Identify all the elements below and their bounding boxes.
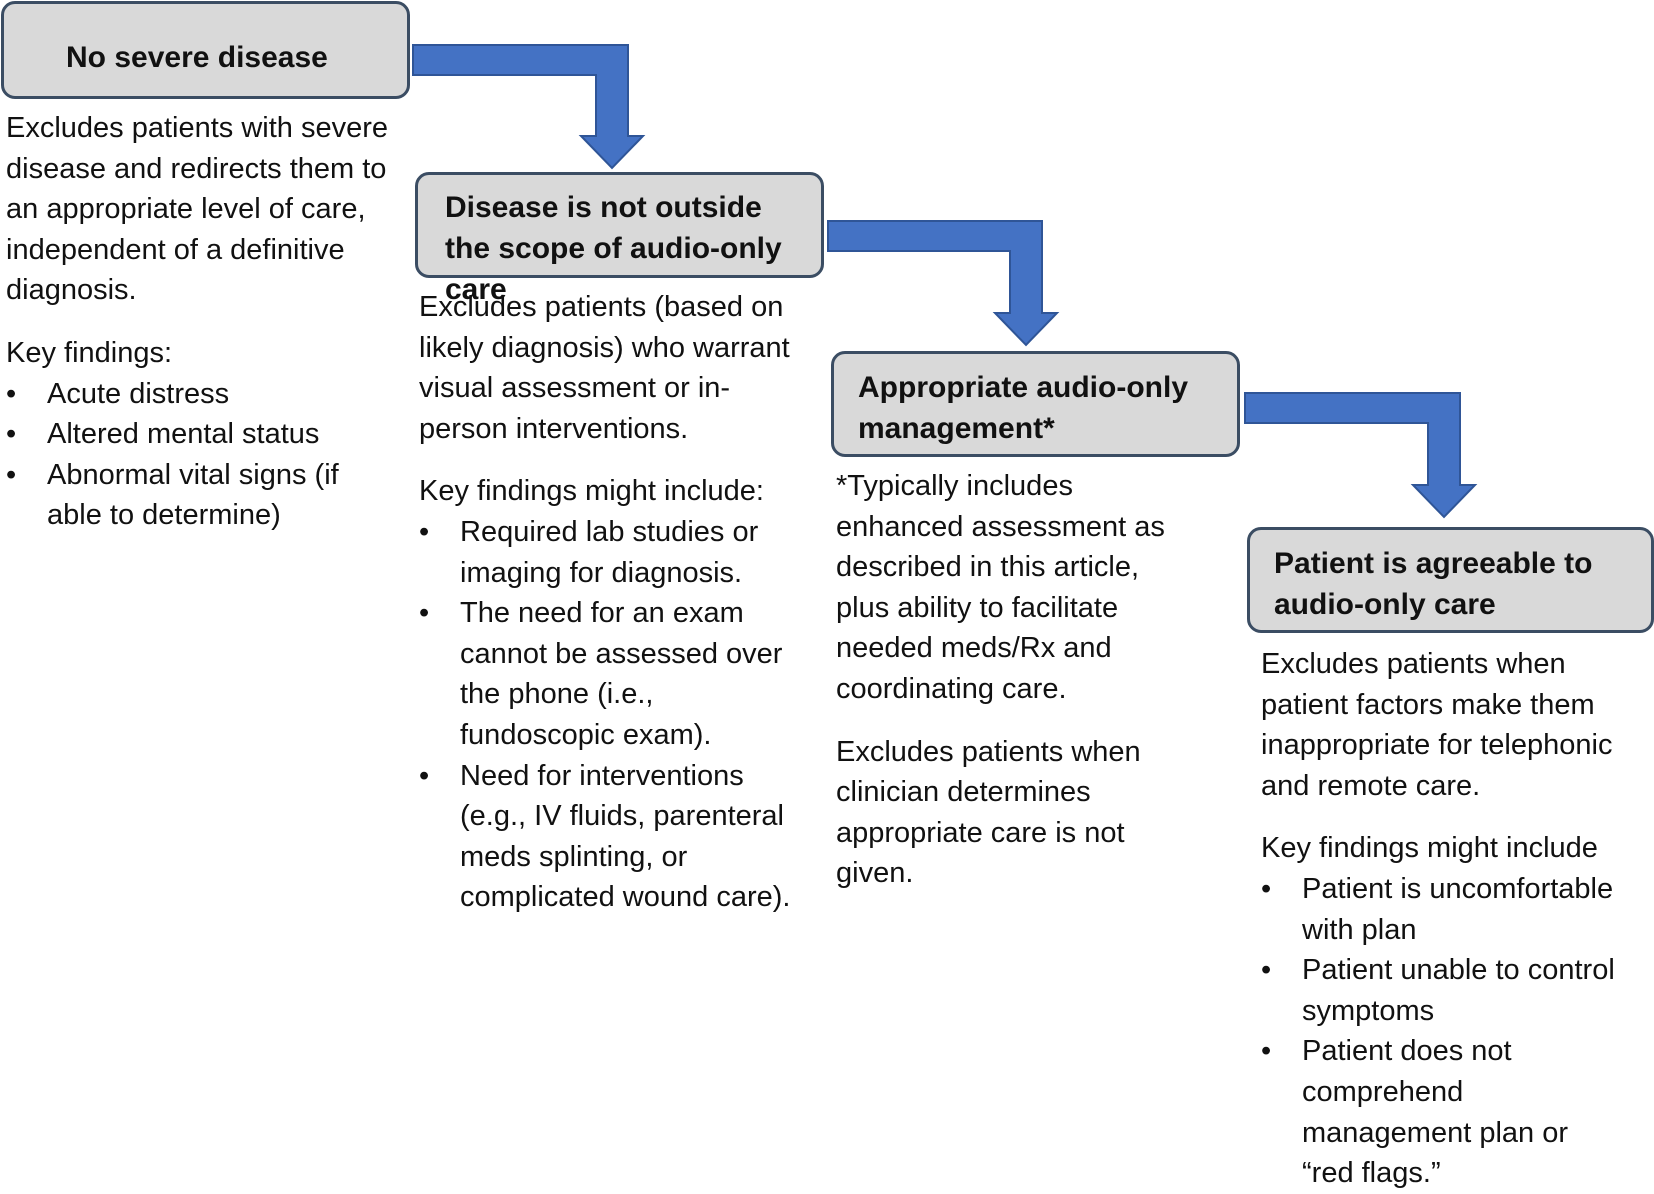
findings-heading: Key findings: (6, 336, 173, 369)
stage-box-disease-in-scope: Disease is not outside the scope of audi… (415, 172, 824, 306)
stage-title: No severe disease (66, 41, 328, 74)
bullet-icon: • (1261, 954, 1272, 987)
findings-list: •Patient is uncomfortable with plan •Pat… (1261, 869, 1653, 1194)
finding-item: •Need for interventions (e.g., IV fluids… (419, 756, 813, 918)
stage-title: Patient is agreeable to audio-only care (1274, 547, 1593, 621)
findings-heading: Key findings might include: (419, 475, 764, 508)
findings-list: •Required lab studies or imaging for dia… (419, 512, 813, 918)
stage-description: Excludes patients with severe disease an… (6, 112, 389, 307)
findings-heading: Key findings might include (1261, 832, 1598, 865)
finding-item: •Patient does not comprehend management … (1261, 1031, 1653, 1193)
arrow-stage2-to-stage3 (827, 220, 1060, 347)
finding-item: •Patient unable to control symptoms (1261, 950, 1653, 1031)
bullet-icon: • (1261, 872, 1272, 905)
stage-description: Excludes patients (based on likely diagn… (419, 291, 790, 445)
finding-item: •Altered mental status (6, 414, 406, 455)
bullet-icon: • (6, 458, 17, 491)
stage-2-details: Excludes patients (based on likely diagn… (419, 287, 813, 918)
stage-description: Excludes patients when clinician determi… (836, 735, 1141, 890)
stage-box-no-severe-disease: No severe disease (1, 1, 410, 99)
arrow-stage3-to-stage4 (1244, 392, 1478, 519)
finding-item: •Patient is uncomfortable with plan (1261, 869, 1653, 950)
stage-1-details: Excludes patients with severe disease an… (6, 108, 406, 536)
stage-description: Excludes patients when patient factors m… (1261, 648, 1613, 802)
bullet-icon: • (419, 597, 430, 630)
stage-footnote: *Typically includes enhanced assessment … (836, 470, 1165, 705)
findings-list: •Acute distress •Altered mental status •… (6, 374, 406, 536)
arrow-stage1-to-stage2 (412, 44, 646, 170)
bullet-icon: • (1261, 1035, 1272, 1068)
bullet-icon: • (419, 515, 430, 548)
finding-item: •Required lab studies or imaging for dia… (419, 512, 813, 593)
bullet-icon: • (419, 759, 430, 792)
bullet-icon: • (6, 377, 17, 410)
stage-title: Appropriate audio-only management* (858, 371, 1188, 445)
stage-box-patient-agreeable: Patient is agreeable to audio-only care (1247, 527, 1654, 633)
stage-4-details: Excludes patients when patient factors m… (1261, 644, 1653, 1194)
finding-item: •Acute distress (6, 374, 406, 415)
finding-item: •The need for an exam cannot be assessed… (419, 593, 813, 755)
bullet-icon: • (6, 418, 17, 451)
stage-title: Disease is not outside the scope of audi… (445, 191, 782, 306)
finding-item: •Abnormal vital signs (if able to determ… (6, 455, 406, 536)
stage-box-audio-only-management: Appropriate audio-only management* (831, 351, 1240, 457)
stage-3-details: *Typically includes enhanced assessment … (836, 466, 1196, 894)
